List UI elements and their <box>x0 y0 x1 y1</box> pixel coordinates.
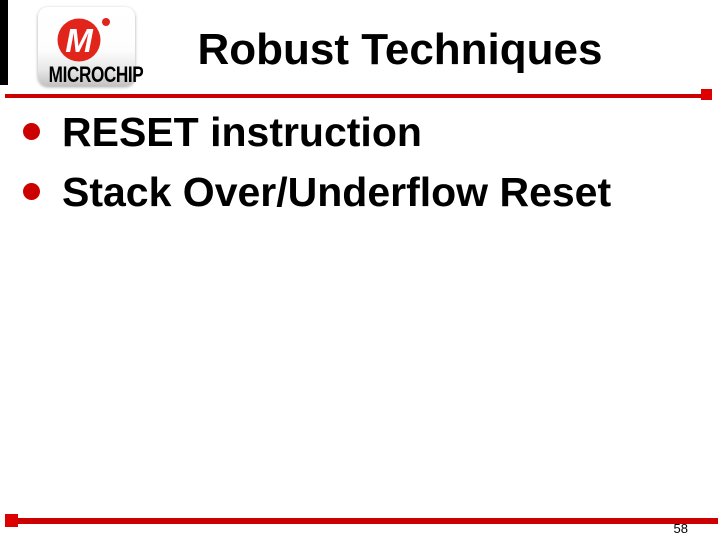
title-divider-line <box>5 94 705 98</box>
list-item: RESET instruction <box>23 102 700 162</box>
page-title: Robust Techniques <box>197 25 603 74</box>
footer-divider-line <box>6 518 718 524</box>
top-left-black-bar <box>0 0 8 85</box>
footer-divider-endcap-square <box>5 514 18 527</box>
microchip-m-icon: M <box>57 18 110 62</box>
registered-trademark-icon <box>102 18 110 26</box>
title-divider-endcap-square <box>701 89 712 100</box>
microchip-logo: M MICROCHIP <box>38 7 144 87</box>
page-number: 58 <box>673 521 688 536</box>
bullet-list: RESET instruction Stack Over/Underflow R… <box>23 102 700 222</box>
list-item: Stack Over/Underflow Reset <box>23 162 700 222</box>
bullet-circle-icon <box>23 123 40 140</box>
bullet-circle-icon <box>23 183 40 200</box>
bullet-text: RESET instruction <box>62 109 422 155</box>
svg-text:M: M <box>65 22 94 59</box>
bullet-text: Stack Over/Underflow Reset <box>62 169 612 215</box>
